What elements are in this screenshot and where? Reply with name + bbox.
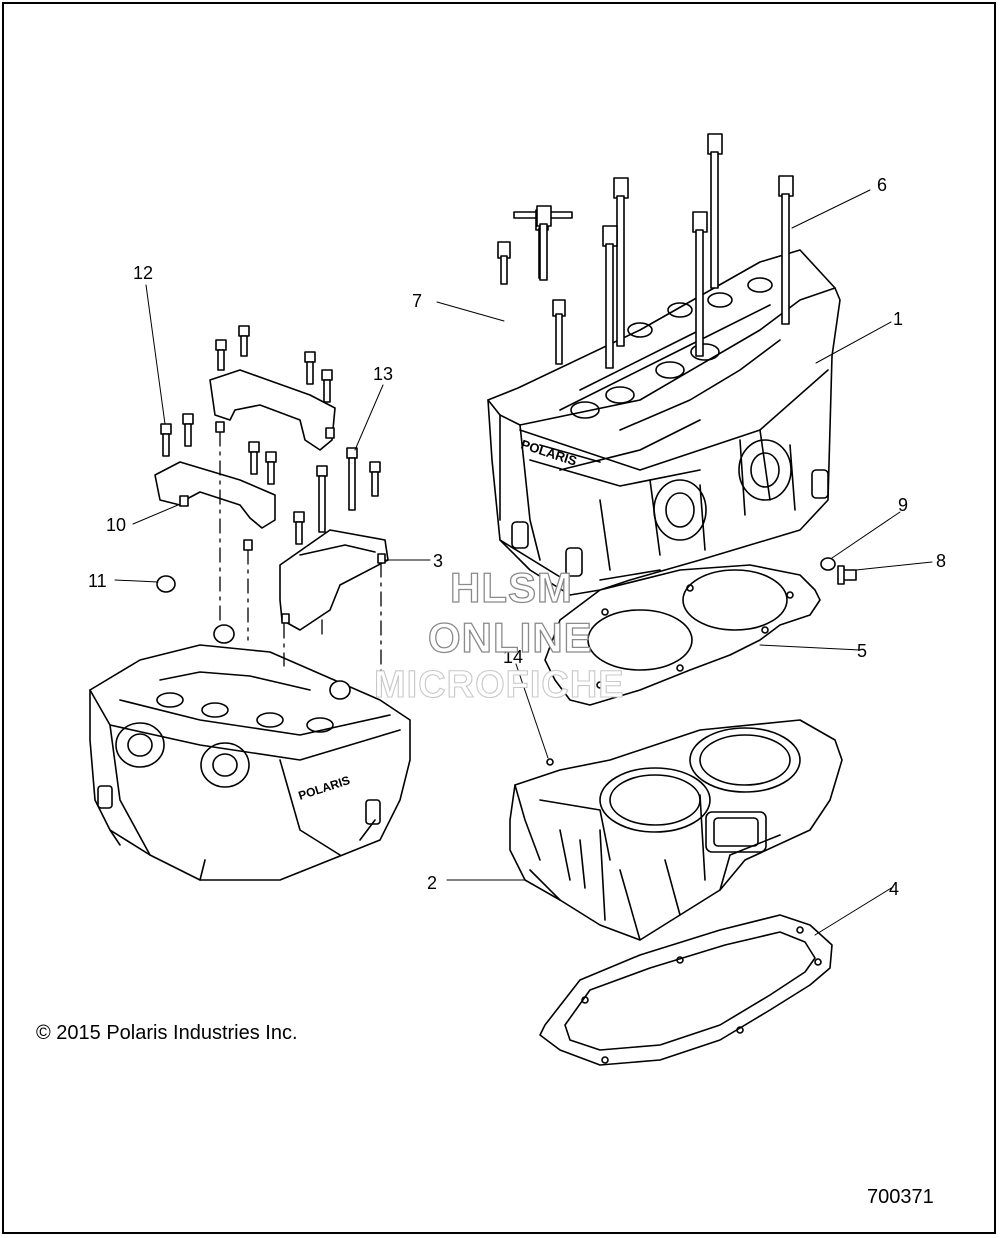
leader-1 — [815, 321, 892, 364]
callout-11: 11 — [88, 571, 107, 591]
callout-1: 1 — [893, 309, 904, 329]
callout-10: 10 — [106, 515, 127, 535]
cylinder-head-part-1 — [487, 249, 841, 596]
copyright-notice: © 2015 Polaris Industries Inc. — [36, 1022, 298, 1044]
bolt-part-8 — [837, 565, 857, 585]
leader-8 — [855, 561, 933, 571]
alignment-dash-lines — [219, 431, 382, 691]
washer-part-9 — [820, 557, 836, 571]
callout-7: 7 — [412, 291, 423, 311]
cylinder-head-view-left — [89, 644, 411, 881]
document-number: 700371 — [867, 1186, 934, 1208]
callout-2: 2 — [427, 873, 438, 893]
callout-5: 5 — [857, 641, 868, 661]
callout-6: 6 — [877, 175, 888, 195]
callout-9: 9 — [898, 495, 909, 515]
leader-6 — [791, 189, 871, 229]
leader-13 — [354, 384, 384, 451]
cylinder-block-part-2 — [509, 719, 843, 941]
callout-14: 14 — [503, 647, 524, 667]
callout-12: 12 — [133, 263, 154, 283]
watermark-line-2: ONLINE — [427, 613, 593, 661]
leader-4 — [814, 886, 894, 936]
head-bolts-main-part-6 — [536, 205, 552, 281]
dowel-part-14 — [546, 758, 554, 766]
base-gasket-part-4 — [539, 914, 833, 1066]
leader-14 — [515, 663, 549, 759]
leader-7 — [436, 301, 505, 322]
leader-12 — [145, 284, 166, 425]
camshaft-cap-upper — [209, 369, 336, 451]
leader-10 — [132, 504, 179, 525]
cap-bolts-part-13 — [293, 447, 381, 545]
leader-5 — [759, 644, 861, 651]
leader-lines — [114, 189, 933, 936]
head-gasket-part-5 — [544, 564, 821, 706]
callout-13: 13 — [373, 364, 394, 384]
watermark-line-1: HLSM — [449, 563, 573, 611]
callout-4: 4 — [889, 879, 900, 899]
callout-8: 8 — [936, 551, 947, 571]
watermark-line-3: MICROFICHE — [373, 663, 625, 706]
short-bolts-part-7 — [497, 241, 566, 365]
cap-bolts-part-12 — [160, 325, 333, 485]
dowel-pins — [156, 421, 386, 700]
camshaft-cap-part-3 — [279, 529, 389, 631]
leader-11 — [114, 579, 159, 583]
leader-9 — [831, 511, 901, 559]
callout-3: 3 — [433, 551, 444, 571]
